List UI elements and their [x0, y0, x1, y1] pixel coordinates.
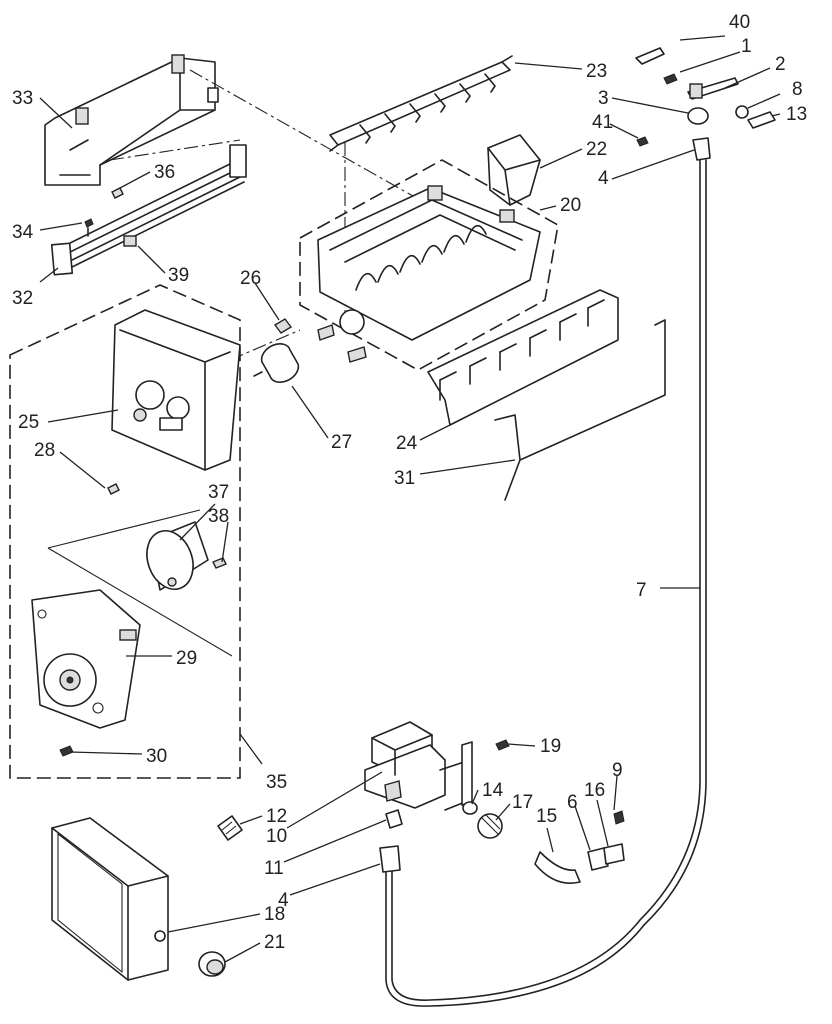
thermostat-27	[253, 343, 300, 383]
screw-38	[212, 557, 227, 569]
washer-8	[735, 105, 749, 119]
wire-nut-12	[217, 815, 243, 841]
callout-25: 25	[18, 412, 39, 433]
callout-8: 8	[792, 79, 803, 100]
callout-29: 29	[176, 648, 197, 669]
callout-40: 40	[729, 12, 750, 33]
water-valve-10	[364, 721, 473, 811]
shutoff-arm-31	[494, 319, 666, 501]
clip-40	[635, 47, 665, 65]
screw-41	[636, 136, 649, 147]
callout-19: 19	[540, 736, 561, 757]
callout-24: 24	[396, 433, 418, 454]
motor-37	[146, 521, 209, 591]
ejector-blades-23	[329, 55, 513, 330]
callout-39: 39	[168, 265, 189, 286]
screw-1	[663, 73, 678, 85]
mold-cover-24	[427, 289, 619, 426]
callout-16: 16	[584, 780, 605, 801]
callout-17: 17	[512, 792, 533, 813]
screw-28	[107, 483, 120, 495]
bracket-2	[687, 77, 739, 100]
control-assembly-box-35	[9, 284, 241, 779]
tube-6	[587, 847, 609, 871]
callout-2: 2	[775, 54, 786, 75]
callout-1: 1	[741, 36, 752, 57]
callout-28: 28	[34, 440, 55, 461]
callout-10: 10	[266, 826, 287, 847]
fitting-4-bottom	[379, 845, 401, 873]
callout-20: 20	[560, 195, 581, 216]
callout-41: 41	[592, 112, 613, 133]
callout-4-top: 4	[598, 168, 609, 189]
screw-36	[111, 187, 124, 199]
callout-12: 12	[266, 806, 287, 827]
callout-numbers: 40 1 2 3 8 13 41 4 23 22 20 33 36 34 39 …	[12, 12, 807, 953]
callout-6: 6	[567, 792, 578, 813]
screw-9	[613, 810, 625, 825]
callout-4-bottom: 4	[278, 890, 289, 911]
callout-7: 7	[636, 580, 647, 601]
callout-22: 22	[586, 139, 607, 160]
callout-34: 34	[12, 222, 34, 243]
clip-39	[123, 235, 137, 247]
fitting-4-top	[692, 137, 711, 161]
wire-harness	[50, 139, 247, 276]
callout-11: 11	[264, 858, 284, 879]
housing-25	[111, 309, 241, 471]
callout-3: 3	[598, 88, 609, 109]
mounting-bracket	[44, 54, 219, 186]
callout-37: 37	[208, 482, 229, 503]
callout-31: 31	[394, 468, 415, 489]
clip-26	[273, 318, 293, 334]
clamp-16	[603, 843, 625, 865]
callout-38: 38	[208, 506, 229, 527]
screw-30	[59, 745, 74, 757]
washer-14	[462, 801, 478, 815]
callout-9: 9	[612, 760, 623, 781]
module-29	[31, 589, 141, 729]
callout-18: 18	[264, 904, 285, 925]
callout-36: 36	[154, 162, 175, 183]
fill-tube-13	[747, 111, 776, 129]
ice-mold-20	[229, 159, 559, 371]
callout-27: 27	[331, 432, 352, 453]
stripper-22	[487, 134, 541, 206]
screw-34	[84, 218, 94, 237]
callout-33: 33	[12, 88, 33, 109]
callout-30: 30	[146, 746, 167, 767]
nut-11	[385, 809, 403, 829]
leader-lines	[39, 35, 781, 963]
callout-21: 21	[264, 932, 285, 953]
callout-13: 13	[786, 104, 807, 125]
hose-15	[534, 851, 581, 884]
screw-19	[495, 739, 510, 751]
callout-26: 26	[240, 268, 261, 289]
callout-32: 32	[12, 288, 33, 309]
front-cover-18	[51, 817, 169, 981]
water-tube-7	[385, 159, 707, 1007]
nut-3	[687, 107, 709, 125]
callout-14: 14	[482, 780, 504, 801]
knob-21	[198, 951, 226, 977]
callout-23: 23	[586, 61, 607, 82]
callout-15: 15	[536, 806, 557, 827]
callout-35: 35	[266, 772, 287, 793]
